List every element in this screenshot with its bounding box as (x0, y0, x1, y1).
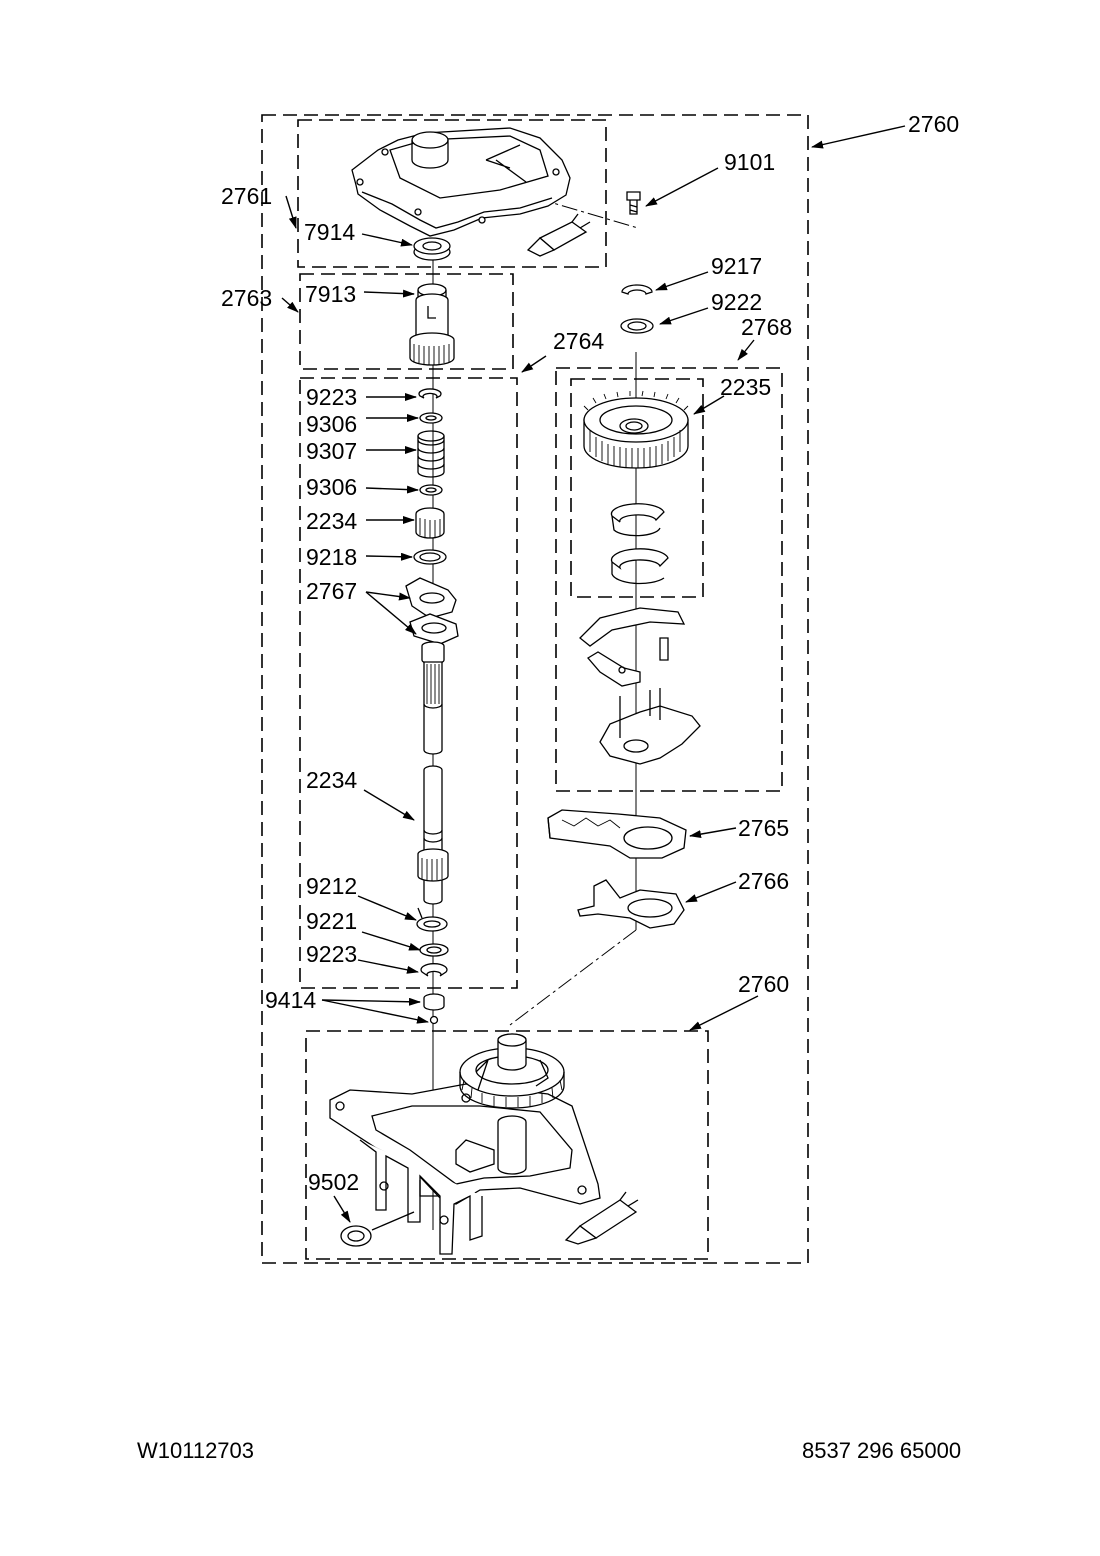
fork-2766 (577, 879, 685, 929)
footer-left-id: W10112703 (137, 1438, 254, 1463)
screw-9101 (626, 191, 641, 215)
label-2234-b: 2234 (306, 767, 357, 793)
pinion-7913 (409, 283, 455, 366)
label-2768: 2768 (741, 314, 792, 340)
center-line-screw (535, 197, 639, 229)
label-2760-top: 2760 (908, 111, 959, 137)
label-2765: 2765 (738, 815, 789, 841)
label-9306-b: 9306 (306, 474, 357, 500)
part-labels: 2760 9101 2761 7914 9217 9222 2763 7913 … (221, 111, 959, 1195)
assembly-box-2761 (297, 119, 607, 268)
label-2764: 2764 (553, 328, 604, 354)
leader-lines (281, 125, 906, 1223)
label-9101: 9101 (724, 149, 775, 175)
seal-7914 (413, 237, 451, 261)
drive-gear-2235 (583, 390, 689, 469)
shift-fork-assembly (579, 607, 701, 765)
clutch-2767 (405, 577, 459, 645)
grease-tube-icon (564, 1191, 639, 1245)
grease-tube-icon (526, 213, 591, 257)
output-gear (459, 1033, 565, 1109)
washer-9222 (620, 318, 654, 334)
assembly-box-2235 (570, 378, 704, 598)
label-9502: 9502 (308, 1169, 359, 1195)
label-2760-bottom: 2760 (738, 971, 789, 997)
label-2235: 2235 (720, 374, 771, 400)
label-2766: 2766 (738, 868, 789, 894)
label-7913: 7913 (305, 281, 356, 307)
ring-9217 (621, 284, 653, 295)
label-2763: 2763 (221, 285, 272, 311)
gearcase-cover (351, 127, 571, 237)
label-7914: 7914 (304, 219, 355, 245)
label-9223-a: 9223 (306, 384, 357, 410)
assembly-box-2760-base (305, 1030, 709, 1260)
assembly-box-2764 (299, 377, 518, 989)
ring-stack (417, 388, 445, 496)
seal-9502 (340, 1211, 415, 1247)
assembly-box-2763 (299, 273, 514, 370)
center-line-link (509, 929, 637, 1026)
label-2234-a: 2234 (306, 508, 357, 534)
label-9414: 9414 (265, 987, 316, 1013)
label-9307: 9307 (306, 438, 357, 464)
assembly-box-2768 (555, 367, 783, 792)
label-2767: 2767 (306, 578, 357, 604)
label-9212: 9212 (306, 873, 357, 899)
split-ring-upper (610, 503, 665, 537)
gear-2234-small (415, 507, 445, 539)
shift-lever-2765 (547, 809, 687, 859)
gearcase-base (329, 1083, 601, 1255)
label-9223-b: 9223 (306, 941, 357, 967)
label-9218: 9218 (306, 544, 357, 570)
label-9222: 9222 (711, 289, 762, 315)
split-ring-lower (610, 548, 669, 585)
washer-9218 (413, 549, 447, 565)
label-9306-a: 9306 (306, 411, 357, 437)
label-9221: 9221 (306, 908, 357, 934)
assembly-box-2760 (261, 114, 809, 1264)
footer-right-id: 8537 296 65000 (802, 1438, 961, 1463)
lower-washer-stack (416, 907, 449, 1025)
label-2761: 2761 (221, 183, 272, 209)
label-9217: 9217 (711, 253, 762, 279)
agitator-shaft-2234 (417, 641, 449, 905)
